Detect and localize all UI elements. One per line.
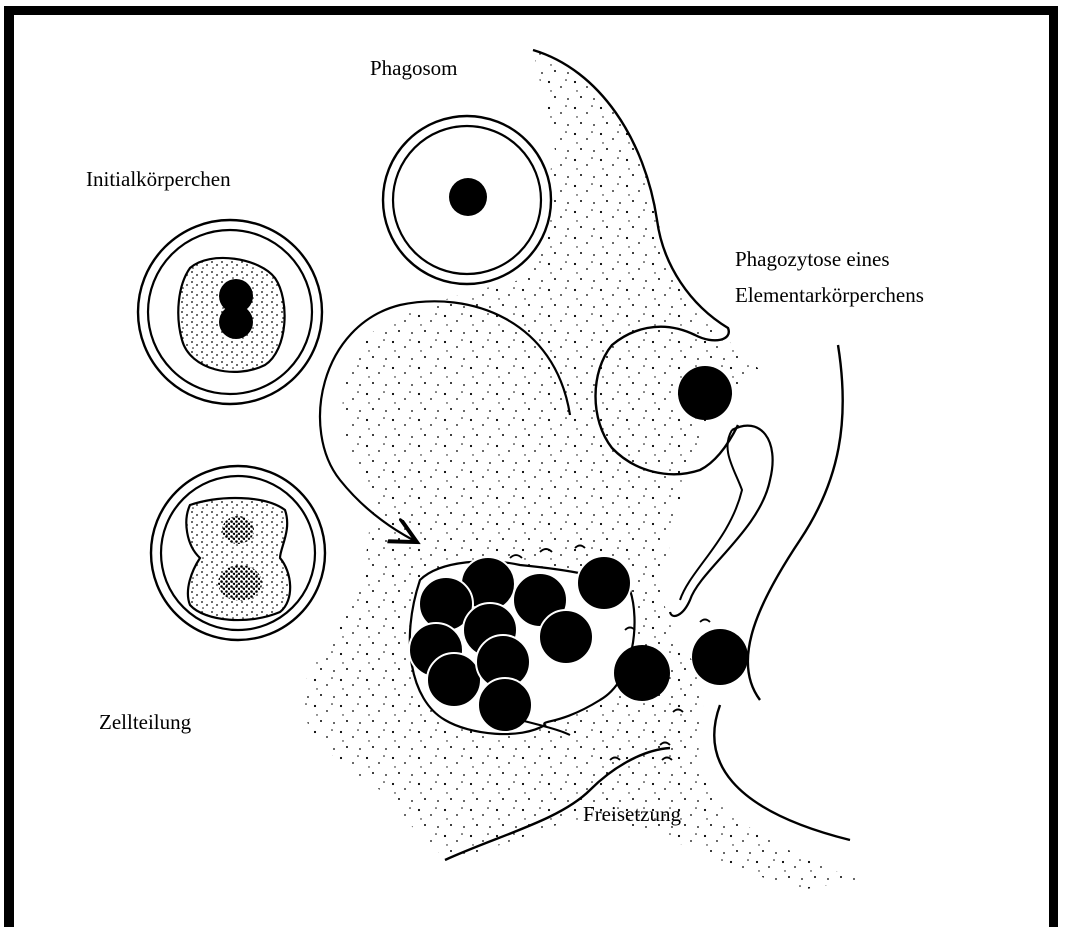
label-initialkoerperchen: Initialkörperchen (86, 165, 231, 193)
phagosome (383, 116, 551, 284)
initial-body (138, 220, 322, 404)
label-zellteilung: Zellteilung (99, 708, 191, 736)
released-elementary-body (614, 645, 670, 701)
dividing-body (151, 466, 325, 640)
label-phagozytose-line2: Elementarkörperchens (735, 281, 924, 309)
released-elementary-body (692, 629, 748, 685)
host-cell-cytoplasm (300, 50, 860, 890)
label-phagozytose-line1: Phagozytose eines (735, 245, 890, 273)
engulfed-elementary-body (678, 366, 732, 420)
label-freisetzung: Freisetzung (583, 800, 681, 828)
label-phagosom: Phagosom (370, 54, 458, 82)
host-cell-membrane-right (748, 345, 843, 700)
